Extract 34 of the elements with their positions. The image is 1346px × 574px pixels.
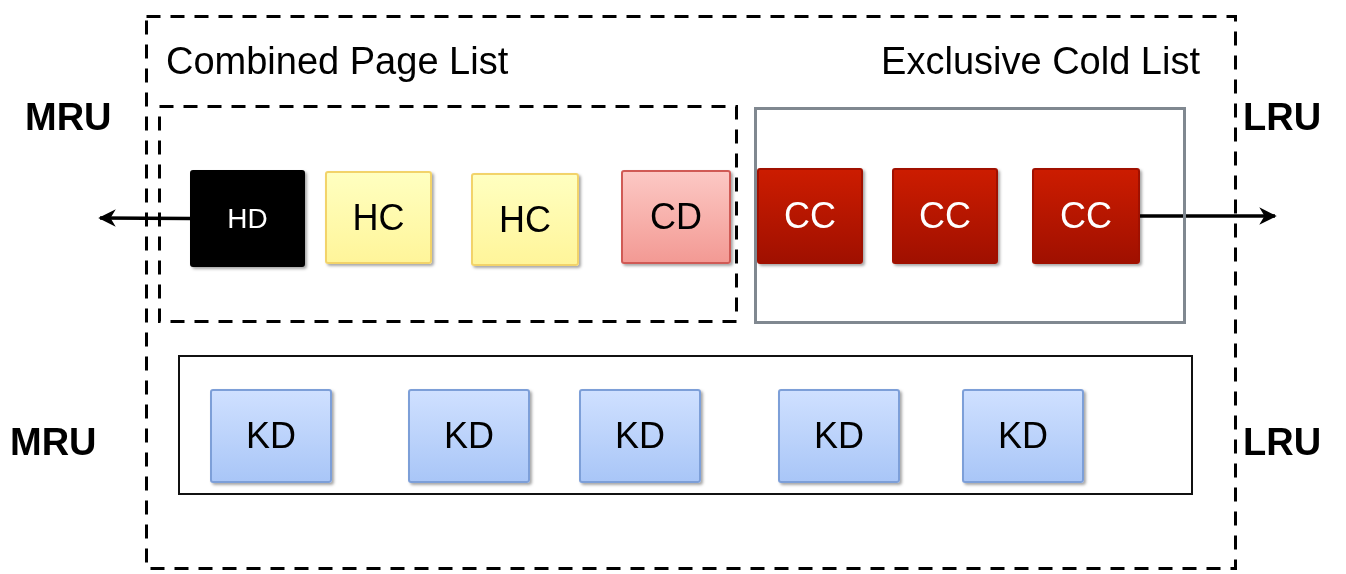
- page-box: [778, 389, 900, 483]
- page-label: CC: [784, 198, 836, 234]
- page-box: [190, 170, 305, 267]
- page-label: KD: [246, 418, 296, 454]
- page-label: KD: [444, 418, 494, 454]
- page-box: [757, 168, 863, 264]
- end-label: LRU: [1243, 423, 1322, 461]
- end-label: LRU: [1243, 98, 1322, 136]
- page-box: [471, 173, 579, 266]
- list-heading: Combined Page List: [166, 42, 509, 80]
- page-label: CC: [919, 198, 971, 234]
- page-label: CC: [1060, 198, 1112, 234]
- page-label: HC: [352, 199, 405, 236]
- page-box: [408, 389, 530, 483]
- arrow: [98, 209, 190, 227]
- page-label: KD: [814, 418, 864, 454]
- page-label: KD: [615, 418, 665, 454]
- page-label: KD: [998, 418, 1048, 454]
- page-box: [1032, 168, 1140, 264]
- page-label: CD: [650, 199, 702, 235]
- end-label: MRU: [25, 98, 112, 136]
- page-label: HD: [227, 204, 268, 233]
- page-box: [210, 389, 332, 483]
- list-heading: Exclusive Cold List: [881, 42, 1200, 80]
- page-box: [325, 171, 432, 264]
- page-box: [579, 389, 701, 483]
- page-box: [962, 389, 1084, 483]
- arrow: [1140, 207, 1277, 225]
- page-label: HC: [499, 201, 551, 238]
- end-label: MRU: [10, 423, 97, 461]
- list-panel: [178, 355, 1193, 495]
- page-box: [892, 168, 998, 264]
- page-box: [621, 170, 731, 264]
- dashed-container: [145, 15, 1237, 570]
